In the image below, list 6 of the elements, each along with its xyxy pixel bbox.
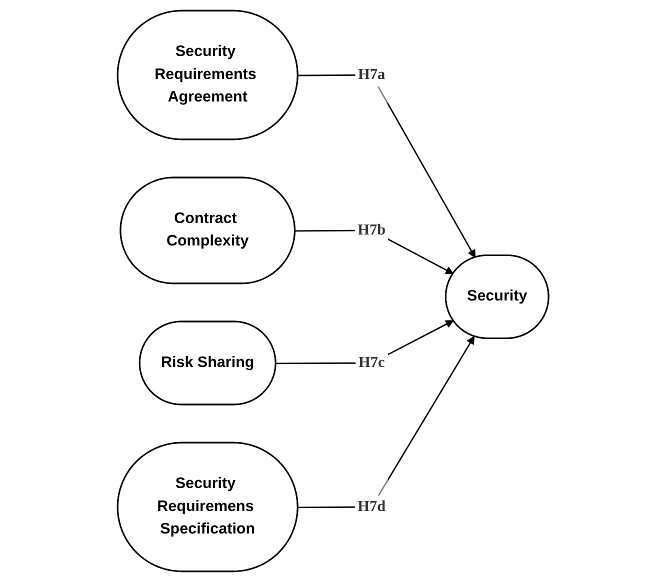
edge-label: H7b — [358, 222, 386, 238]
edge-label: H7a — [358, 66, 386, 83]
arrow — [298, 74, 476, 258]
arrow — [298, 336, 474, 508]
edge-label: H7c — [358, 354, 385, 371]
edge-label: H7d — [358, 498, 386, 515]
